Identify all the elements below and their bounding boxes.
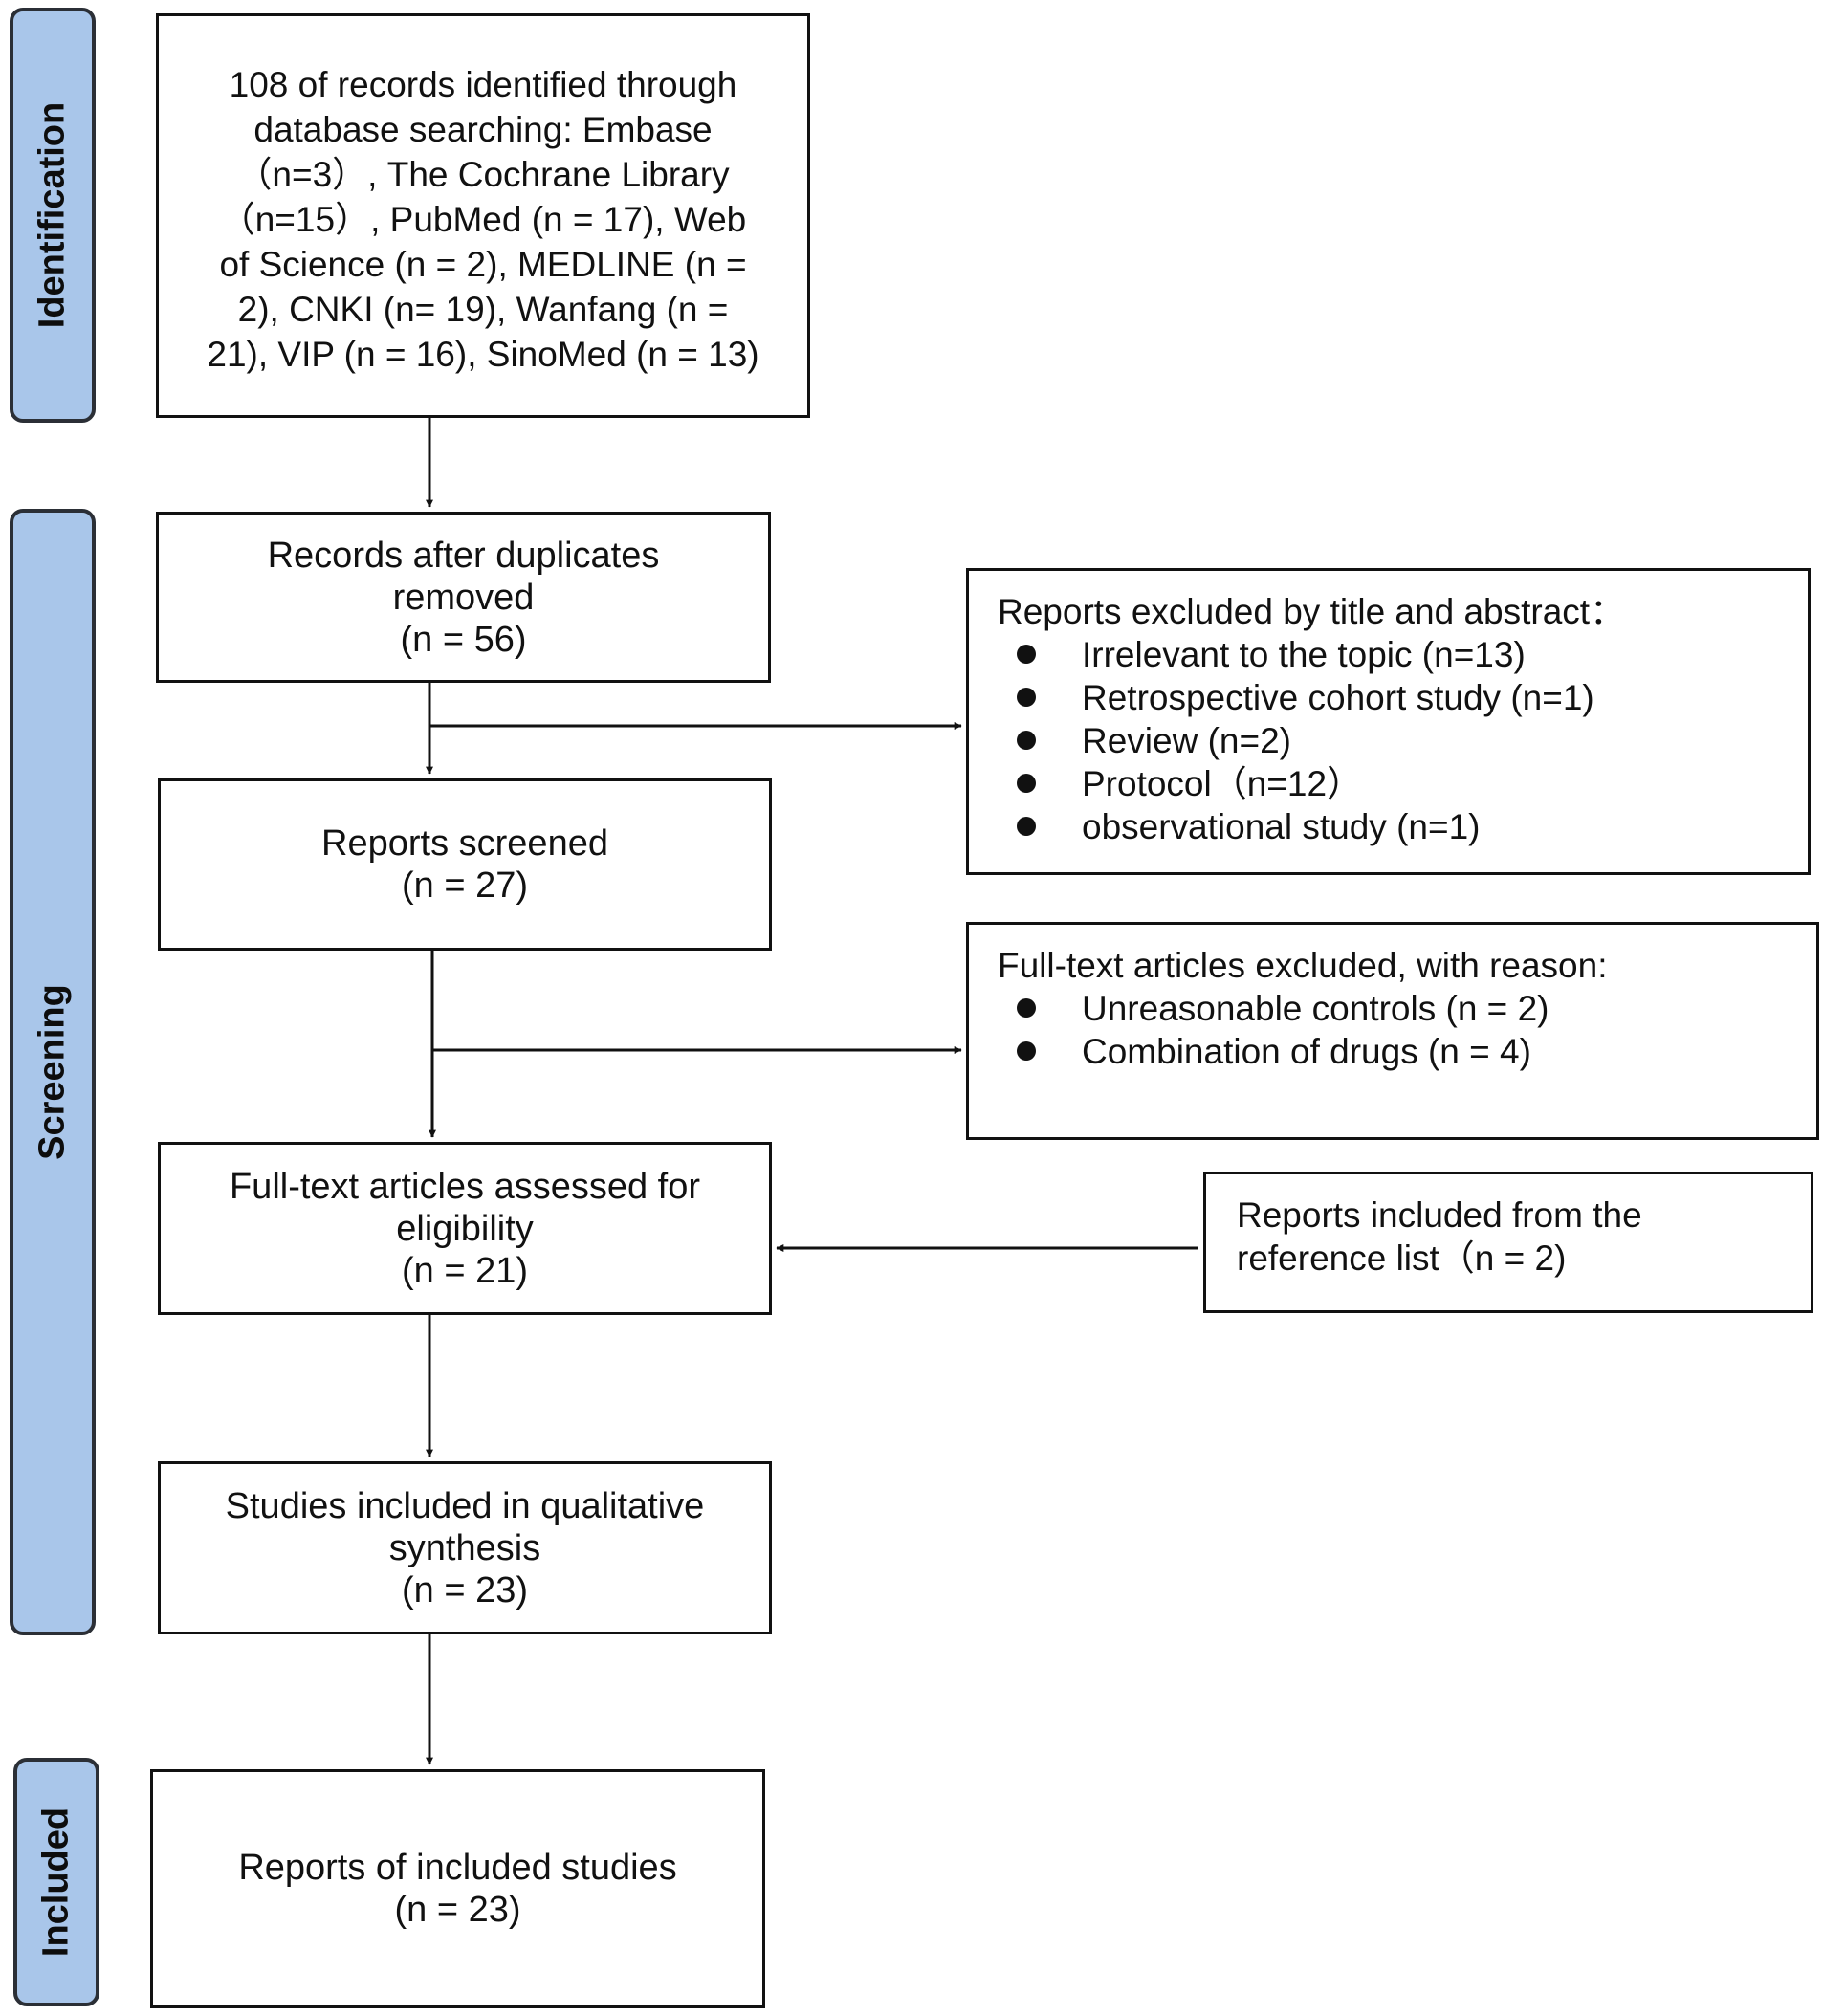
list-item: Protocol（n=12）: [998, 762, 1779, 805]
bullet-icon: [1017, 1041, 1036, 1061]
records-identified-line: 21), VIP (n = 16), SinoMed (n = 13): [207, 335, 759, 374]
records-identified-line: database searching: Embase: [253, 110, 713, 149]
qualitative-synthesis-count: (n = 23): [401, 1569, 529, 1611]
fulltext-assessed-line: eligibility: [396, 1208, 534, 1249]
excluded-title-abstract-heading: Reports excluded by title and abstract：: [998, 592, 1626, 631]
list-item: Retrospective cohort study (n=1): [998, 676, 1779, 719]
exclusion-reason: observational study (n=1): [1082, 807, 1481, 846]
reports-screened-box: Reports screened (n = 27): [158, 778, 772, 951]
list-item: Unreasonable controls (n = 2): [998, 987, 1788, 1030]
list-item: Combination of drugs (n = 4): [998, 1030, 1788, 1073]
excluded-fulltext-list: Unreasonable controls (n = 2) Combinatio…: [998, 987, 1788, 1073]
exclusion-reason: Irrelevant to the topic (n=13): [1082, 635, 1526, 674]
included-phase-bar: Included: [13, 1758, 99, 2006]
records-identified-line: of Science (n = 2), MEDLINE (n =: [219, 245, 747, 284]
exclusion-reason: Combination of drugs (n = 4): [1082, 1032, 1531, 1071]
included-studies-box: Reports of included studies (n = 23): [150, 1769, 765, 2008]
exclusion-reason: Review (n=2): [1082, 721, 1292, 760]
fulltext-assessed-box: Full-text articles assessed for eligibil…: [158, 1142, 772, 1315]
excluded-title-abstract-list: Irrelevant to the topic (n=13) Retrospec…: [998, 633, 1779, 848]
duplicates-removed-box: Records after duplicates removed (n = 56…: [156, 512, 771, 683]
reference-list-box: Reports included from the reference list…: [1203, 1172, 1813, 1313]
identification-phase-bar: Identification: [10, 8, 96, 423]
list-item: Review (n=2): [998, 719, 1779, 762]
excluded-fulltext-box: Full-text articles excluded, with reason…: [966, 922, 1819, 1140]
records-identified-line: 2), CNKI (n= 19), Wanfang (n =: [237, 290, 729, 329]
fulltext-assessed-count: (n = 21): [401, 1250, 529, 1291]
reference-list-line: reference list（n = 2): [1237, 1238, 1567, 1278]
duplicates-removed-count: (n = 56): [400, 619, 527, 660]
qualitative-synthesis-box: Studies included in qualitative synthesi…: [158, 1461, 772, 1634]
records-identified-line: 108 of records identified through: [229, 65, 737, 104]
duplicates-removed-line: removed: [392, 577, 535, 618]
bullet-icon: [1017, 998, 1036, 1018]
bullet-icon: [1017, 645, 1036, 664]
exclusion-reason: Unreasonable controls (n = 2): [1082, 989, 1549, 1028]
list-item: observational study (n=1): [998, 805, 1779, 848]
excluded-title-abstract-box: Reports excluded by title and abstract： …: [966, 568, 1811, 875]
reference-list-line: Reports included from the: [1237, 1195, 1642, 1235]
excluded-fulltext-heading: Full-text articles excluded, with reason…: [998, 946, 1608, 985]
included-studies-line: Reports of included studies: [238, 1848, 677, 1888]
reports-screened-count: (n = 27): [401, 866, 529, 906]
list-item: Irrelevant to the topic (n=13): [998, 633, 1779, 676]
qualitative-synthesis-line: synthesis: [388, 1527, 541, 1568]
fulltext-assessed-line: Full-text articles assessed for: [229, 1166, 701, 1207]
exclusion-reason: Retrospective cohort study (n=1): [1082, 678, 1594, 717]
duplicates-removed-line: Records after duplicates: [267, 535, 660, 576]
bullet-icon: [1017, 774, 1036, 793]
bullet-icon: [1017, 817, 1036, 836]
included-studies-count: (n = 23): [394, 1890, 521, 1930]
bullet-icon: [1017, 688, 1036, 707]
reports-screened-line: Reports screened: [321, 823, 608, 864]
records-identified-line: （n=3）, The Cochrane Library: [236, 155, 730, 194]
exclusion-reason: Protocol（n=12）: [1082, 764, 1363, 803]
screening-phase-bar: Screening: [10, 509, 96, 1635]
qualitative-synthesis-line: Studies included in qualitative: [225, 1485, 705, 1526]
bullet-icon: [1017, 731, 1036, 750]
records-identified-box: 108 of records identified through databa…: [156, 13, 810, 418]
records-identified-line: （n=15）, PubMed (n = 17), Web: [219, 200, 747, 239]
